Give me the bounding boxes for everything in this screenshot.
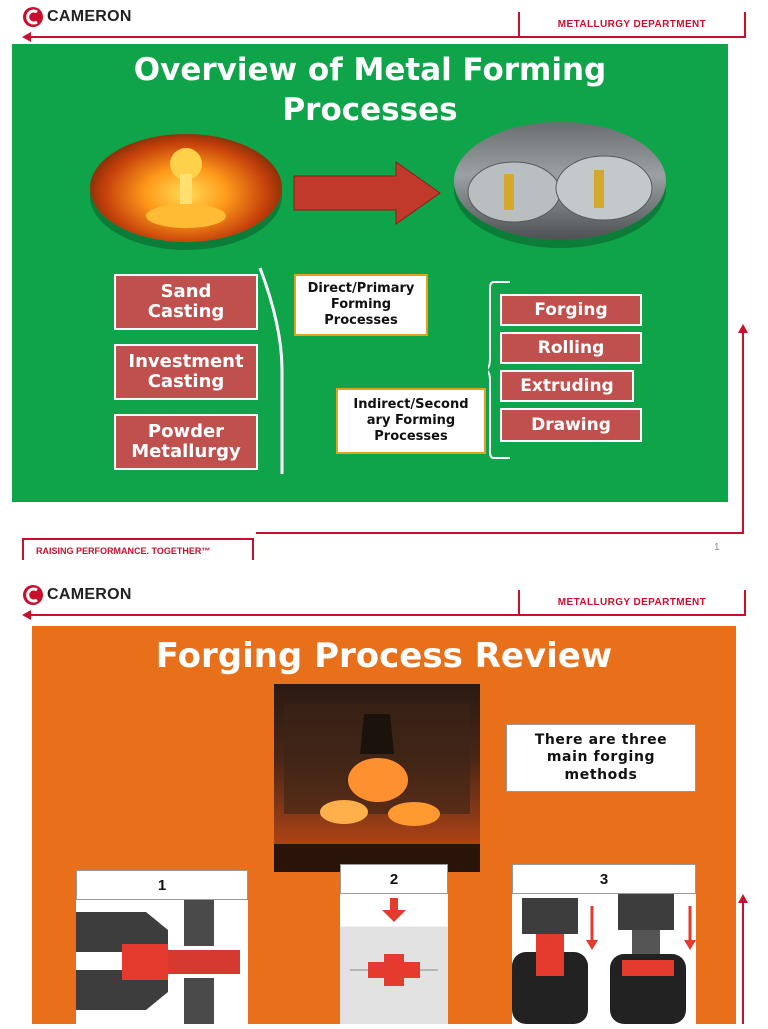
title-line-2: Processes [282, 92, 458, 128]
drawing-item: Drawing [500, 408, 642, 442]
footer-rule [256, 532, 744, 534]
forging-item: Forging [500, 294, 642, 326]
department-label: METALLURGY DEPARTMENT [518, 12, 746, 38]
primary-note-line-1: Direct/Primary [307, 280, 415, 296]
forging-note-line-3: methods [564, 766, 638, 783]
method-2-diagram [340, 894, 448, 1024]
side-up-arrow-icon [738, 324, 748, 333]
method-1-number: 1 [76, 870, 248, 900]
footer-tagline: RAISING PERFORMANCE. TOGETHER™ [22, 538, 254, 560]
side-rule-2 [742, 902, 744, 1024]
secondary-note-line-2: ary Forming [366, 412, 456, 428]
secondary-note-line-1: Indirect/Second [353, 396, 469, 412]
secondary-bracket [488, 281, 510, 459]
page-number: 1 [714, 542, 720, 553]
upset-forging-graphic [350, 898, 438, 986]
slide-2-title: Forging Process Review [155, 636, 613, 676]
method-3-panel: 3 [512, 864, 696, 1024]
rolling-mill-image [454, 122, 666, 240]
open-die-forging-graphic [76, 900, 240, 1024]
method-3-number: 3 [512, 864, 696, 894]
cameron-logo-icon-2 [23, 585, 43, 605]
rolling-item: Rolling [500, 332, 642, 364]
logo-text: CAMERON [47, 8, 132, 25]
forging-furnace-image [274, 684, 480, 872]
sand-casting-line-2: Casting [147, 301, 225, 322]
furnace-graphic [274, 704, 480, 872]
forging-note-line-2: main forging [546, 749, 656, 766]
primary-note-line-2: Forming [330, 296, 392, 312]
title-line-1: Overview of Metal Forming [133, 52, 607, 88]
slide-1-overview: Overview of Metal Forming Processes Sand… [12, 44, 728, 502]
header-rule-2 [30, 614, 742, 616]
forging-note-line-1: There are three [534, 731, 668, 748]
powder-metallurgy-line-1: Powder [147, 421, 225, 443]
rolling-coils-graphic [467, 155, 653, 223]
method-1-diagram [76, 900, 248, 1024]
extruding-item: Extruding [500, 370, 634, 402]
slide-1-title: Overview of Metal Forming Processes [12, 50, 728, 130]
secondary-note-line-3: Processes [374, 429, 448, 445]
investment-casting-line-2: Casting [147, 371, 225, 392]
side-rule [742, 332, 744, 534]
molten-metal-image [90, 134, 282, 242]
logo-text-2: CAMERON [47, 586, 132, 603]
cameron-logo-2: CAMERON [22, 584, 132, 606]
molten-pour-graphic [146, 148, 226, 228]
primary-bracket [258, 267, 284, 474]
department-label-2: METALLURGY DEPARTMENT [518, 590, 746, 616]
method-2-panel: 2 [340, 864, 448, 1024]
method-1-panel: 1 [76, 870, 248, 1024]
powder-metallurgy-line-2: Metallurgy [131, 441, 241, 462]
investment-casting-line-1: Investment [128, 351, 244, 373]
closed-die-forging-graphic [512, 894, 696, 1024]
method-3-diagram [512, 894, 696, 1024]
header-arrow-icon [22, 32, 31, 42]
primary-note-line-3: Processes [324, 313, 398, 329]
side-up-arrow-icon-2 [738, 894, 748, 903]
header-arrow-icon-2 [22, 610, 31, 620]
cameron-logo-icon [23, 7, 43, 27]
sand-casting-line-1: Sand [160, 281, 212, 303]
process-arrow-icon [293, 161, 441, 225]
method-2-number: 2 [340, 864, 448, 894]
cameron-logo: CAMERON [22, 6, 132, 28]
header-rule [30, 36, 742, 38]
